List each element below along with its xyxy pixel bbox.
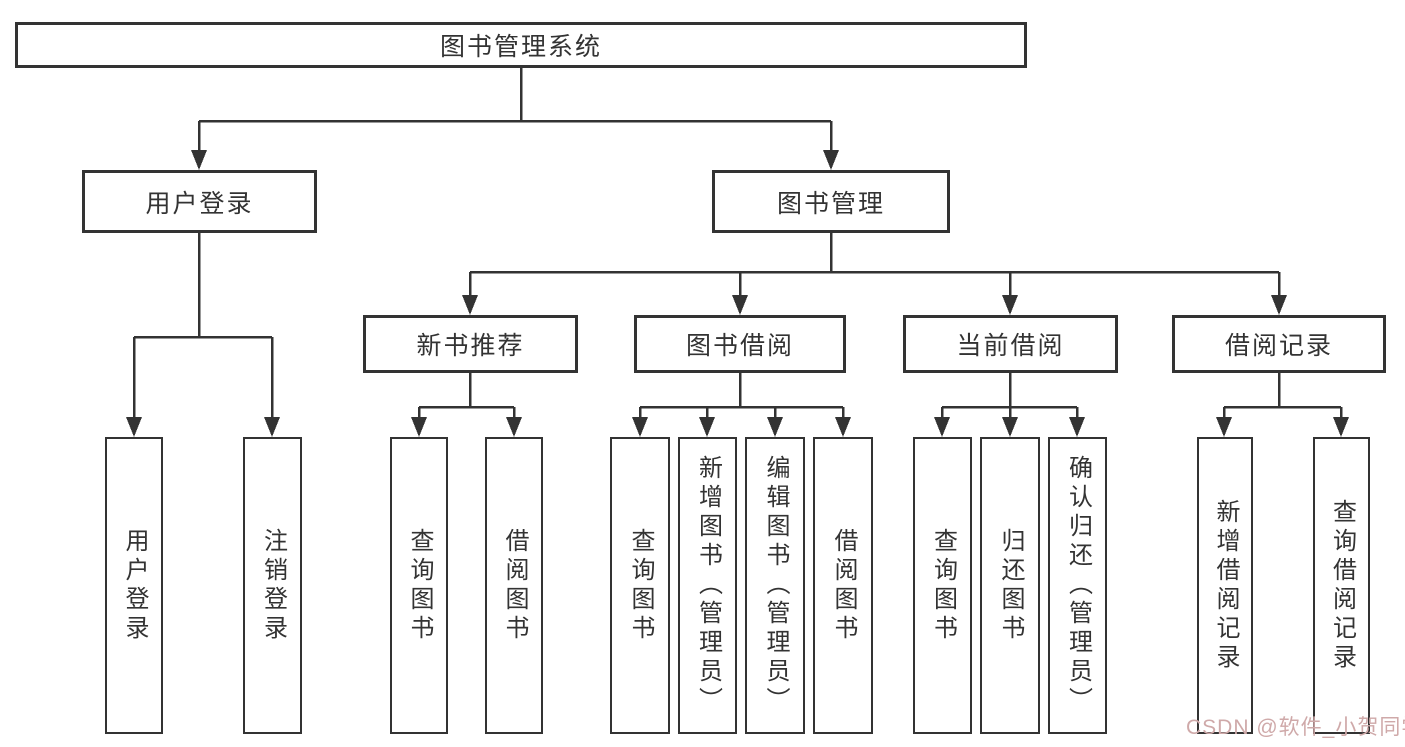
leaf-newbooks-query-books-label: 查询图书 (406, 527, 433, 644)
leaf-borrowing-borrow-books-label: 借阅图书 (830, 527, 857, 644)
leaf-query-borrow-record: 查询借阅记录 (1313, 437, 1370, 734)
leaf-query-borrow-record-label: 查询借阅记录 (1328, 498, 1356, 673)
leaf-confirm-return-admin: 确认归还（管理员） (1048, 437, 1107, 734)
node-current-borrowing-label: 当前借阅 (956, 332, 1065, 360)
leaf-edit-books-admin: 编辑图书（管理员） (745, 437, 805, 734)
leaf-newbooks-query-books: 查询图书 (390, 437, 448, 734)
node-book-management-label: 图书管理 (776, 189, 885, 218)
leaf-add-books-admin: 新增图书（管理员） (678, 437, 737, 734)
leaf-logout: 注销登录 (243, 437, 302, 734)
leaf-edit-books-admin-label: 编辑图书（管理员） (762, 455, 789, 716)
node-book-borrowing: 图书借阅 (634, 315, 846, 373)
leaf-add-borrow-record: 新增借阅记录 (1197, 437, 1253, 734)
leaf-add-borrow-record-label: 新增借阅记录 (1212, 498, 1239, 673)
leaf-return-books-label: 归还图书 (997, 527, 1024, 644)
csdn-watermark: CSDN @软件_小贺同学 (1186, 716, 1405, 739)
node-book-borrowing-label: 图书借阅 (685, 332, 794, 360)
node-borrow-records-label: 借阅记录 (1224, 332, 1333, 360)
leaf-logout-label: 注销登录 (259, 527, 287, 644)
node-book-management: 图书管理 (712, 170, 950, 233)
node-user-login: 用户登录 (82, 170, 317, 233)
leaf-borrowing-query-books-label: 查询图书 (627, 527, 654, 644)
leaf-return-books: 归还图书 (980, 437, 1040, 734)
node-current-borrowing: 当前借阅 (903, 315, 1118, 373)
leaf-newbooks-borrow-books-label: 借阅图书 (501, 527, 528, 644)
node-root: 图书管理系统 (15, 22, 1027, 68)
leaf-current-query-books: 查询图书 (913, 437, 972, 734)
leaf-user-login-label: 用户登录 (121, 527, 148, 644)
node-root-label: 图书管理系统 (439, 33, 602, 61)
leaf-add-books-admin-label: 新增图书（管理员） (694, 455, 722, 716)
leaf-newbooks-borrow-books: 借阅图书 (485, 437, 543, 734)
leaf-confirm-return-admin-label: 确认归还（管理员） (1064, 455, 1092, 716)
leaf-current-query-books-label: 查询图书 (929, 527, 957, 644)
node-new-book-recommend-label: 新书推荐 (416, 332, 525, 360)
node-new-book-recommend: 新书推荐 (363, 315, 578, 373)
leaf-borrowing-query-books: 查询图书 (610, 437, 670, 734)
node-user-login-label: 用户登录 (145, 189, 254, 218)
leaf-borrowing-borrow-books: 借阅图书 (813, 437, 873, 734)
leaf-user-login: 用户登录 (105, 437, 163, 734)
node-borrow-records: 借阅记录 (1172, 315, 1386, 373)
